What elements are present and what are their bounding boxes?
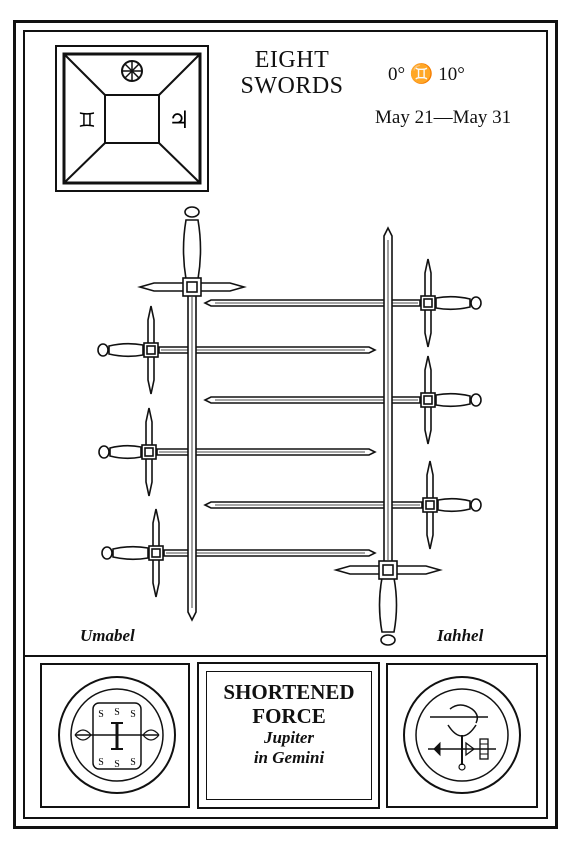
meaning-line1: SHORTENED — [223, 680, 355, 704]
decan-degrees: 0° ♊ 10° — [388, 64, 465, 85]
sigil-box-left — [40, 663, 190, 808]
meaning-box — [197, 662, 380, 809]
sword-right-2 — [203, 355, 482, 445]
card-inner-border — [23, 30, 548, 819]
meaning-line2: FORCE — [252, 704, 326, 728]
svg-text:S: S — [130, 709, 136, 720]
svg-text:S: S — [98, 709, 104, 720]
iahhel-sigil — [403, 676, 521, 794]
sword-vertical-right — [333, 226, 443, 646]
card-title: EIGHT SWORDS — [212, 47, 372, 99]
meaning-line4: in Gemini — [253, 748, 325, 767]
umabel-sigil: S S S S S S — [58, 676, 176, 794]
sigil-box-right — [386, 663, 538, 808]
sun-wheel-icon — [121, 60, 143, 82]
section-divider — [23, 655, 548, 657]
sword-vertical-left — [137, 206, 247, 622]
sword-right-1 — [203, 258, 482, 348]
sword-left-1 — [97, 305, 377, 395]
svg-text:S: S — [130, 757, 136, 768]
card-title-line2: SWORDS — [240, 73, 344, 99]
meaning-text: SHORTENED FORCE Jupiter in Gemini — [206, 680, 372, 768]
sword-left-3 — [101, 508, 377, 598]
svg-text:S: S — [114, 707, 120, 718]
swords-illustration — [97, 206, 482, 646]
meaning-line3: Jupiter — [263, 728, 315, 747]
jupiter-glyph: ♃ — [168, 106, 190, 134]
decan-glyph: ♊ ♃ — [55, 45, 209, 192]
sword-right-3 — [203, 460, 482, 550]
card-title-line1: EIGHT — [254, 47, 330, 73]
svg-text:S: S — [98, 757, 104, 768]
sword-left-2 — [98, 407, 377, 497]
angel-name-left: Umabel — [80, 626, 135, 645]
angel-name-right: Iahhel — [437, 626, 484, 645]
meaning-inner-border — [206, 671, 372, 800]
card-outer-border — [13, 20, 558, 829]
gemini-glyph: ♊ — [78, 108, 96, 132]
decan-dates: May 21—May 31 — [375, 107, 512, 128]
svg-text:S: S — [114, 759, 120, 770]
